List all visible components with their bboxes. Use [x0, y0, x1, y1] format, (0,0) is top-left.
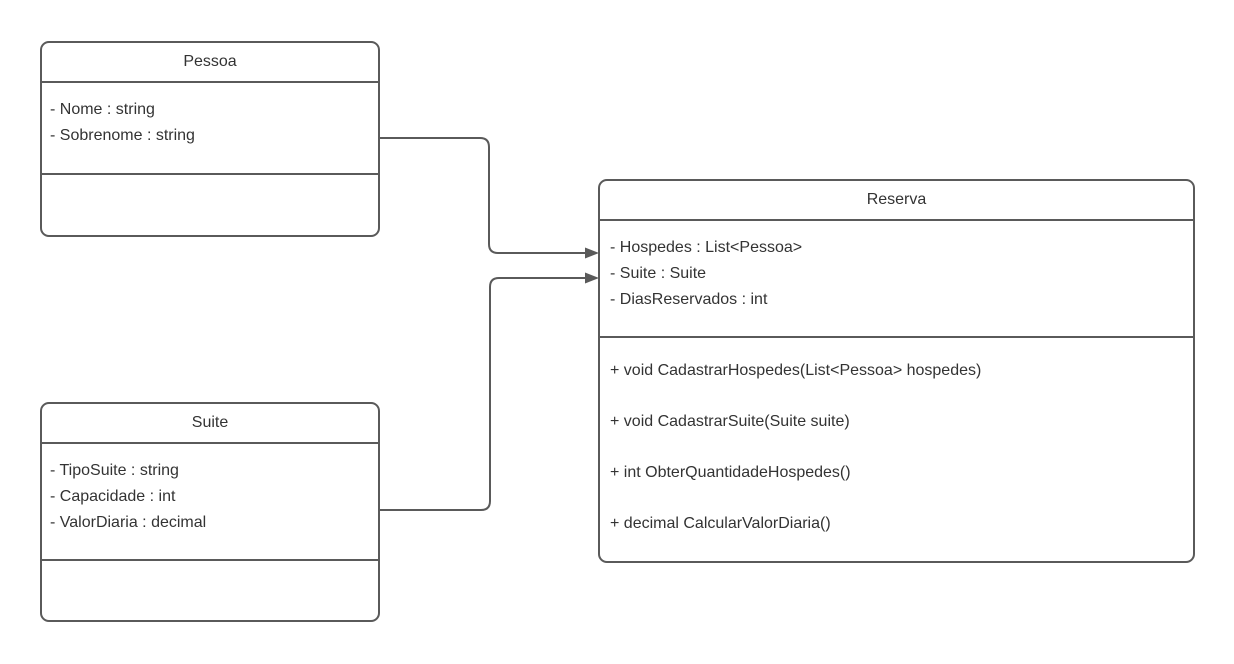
connector-pessoa-reserva[interactable]: [380, 137, 585, 254]
attribute-line: - Sobrenome : string: [50, 127, 195, 144]
class-pessoa-attributes: - Nome : string - Sobrenome : string: [42, 83, 378, 175]
class-suite[interactable]: Suite - TipoSuite : string - Capacidade …: [40, 402, 380, 622]
arrowhead-suite-reserva-icon: [585, 272, 599, 284]
attribute-line: - ValorDiaria : decimal: [50, 514, 207, 531]
connector-suite-reserva[interactable]: [380, 277, 585, 511]
attribute-line: - Capacidade : int: [50, 488, 176, 505]
class-suite-title: Suite: [42, 404, 378, 444]
method-line: + void CadastrarHospedes(List<Pessoa> ho…: [610, 362, 982, 379]
attribute-line: - TipoSuite : string: [50, 462, 179, 479]
method-line: + int ObterQuantidadeHospedes(): [610, 464, 851, 481]
class-pessoa-methods-empty: [42, 175, 378, 235]
attribute-line: - DiasReservados : int: [610, 291, 768, 308]
attribute-line: - Nome : string: [50, 101, 155, 118]
class-reserva[interactable]: Reserva - Hospedes : List<Pessoa> - Suit…: [598, 179, 1195, 563]
class-reserva-attributes: - Hospedes : List<Pessoa> - Suite : Suit…: [600, 221, 1193, 338]
method-line: + decimal CalcularValorDiaria(): [610, 515, 831, 532]
class-pessoa-title: Pessoa: [42, 43, 378, 83]
attribute-line: - Suite : Suite: [610, 265, 707, 282]
class-reserva-methods: + void CadastrarHospedes(List<Pessoa> ho…: [600, 338, 1193, 562]
class-reserva-title: Reserva: [600, 181, 1193, 221]
class-pessoa[interactable]: Pessoa - Nome : string - Sobrenome : str…: [40, 41, 380, 237]
method-line: + void CadastrarSuite(Suite suite): [610, 413, 850, 430]
attribute-line: - Hospedes : List<Pessoa>: [610, 239, 803, 256]
class-suite-attributes: - TipoSuite : string - Capacidade : int …: [42, 444, 378, 561]
arrowhead-pessoa-reserva-icon: [585, 247, 599, 259]
class-suite-methods-empty: [42, 561, 378, 620]
